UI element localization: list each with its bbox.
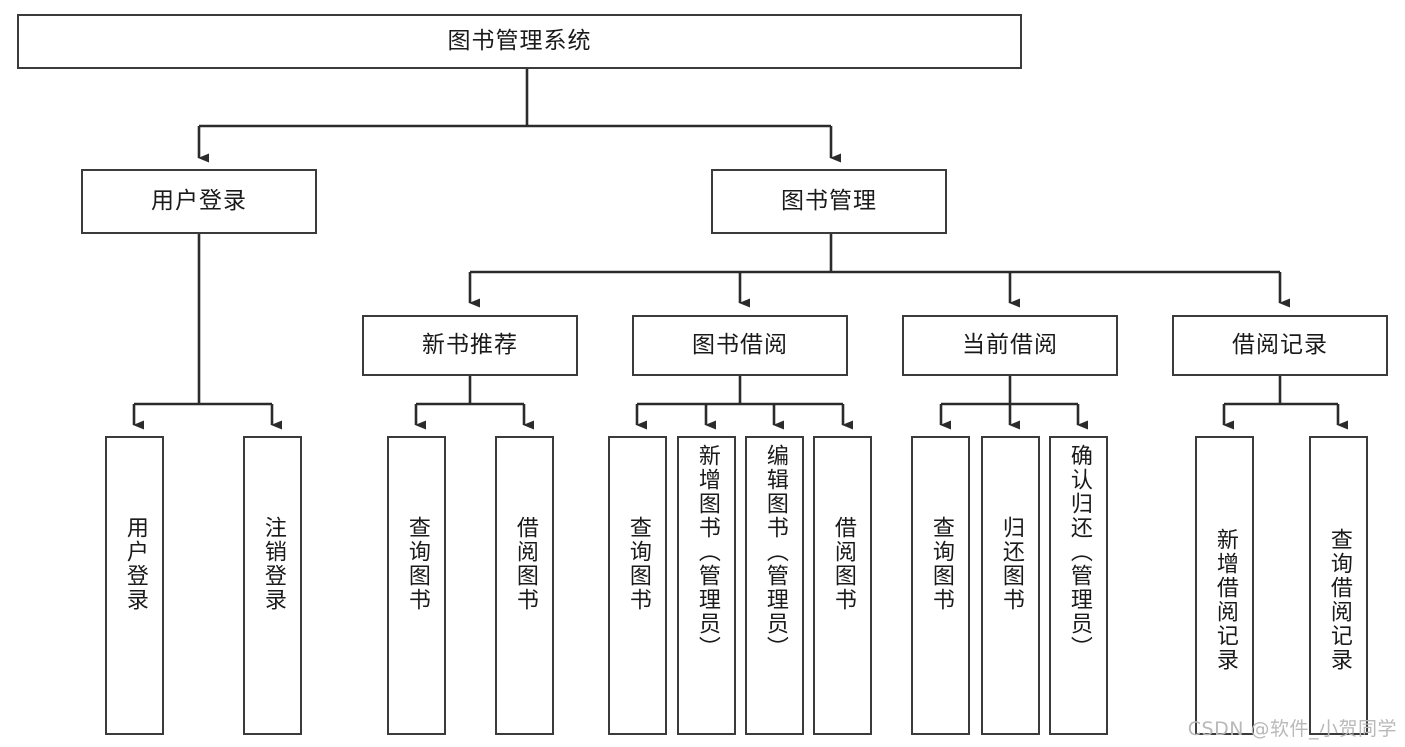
node-book-management[interactable]: 图书管理 [711,169,947,234]
leaf-borrow-add-book-admin[interactable]: 新增图书（管理员） [677,436,736,735]
leaf-current-query-book[interactable]: 查询图书 [911,436,970,735]
node-label: 编辑图书（管理员） [762,444,788,660]
leaf-record-add-borrow-record[interactable]: 新增借阅记录 [1195,436,1254,735]
node-label: 借阅图书 [830,516,856,612]
leaf-borrow-query-book[interactable]: 查询图书 [608,436,667,735]
node-label: 查询图书 [928,516,954,612]
node-label: 图书管理系统 [447,27,592,54]
node-label: 图书管理 [781,187,877,214]
leaf-record-query-borrow-record[interactable]: 查询借阅记录 [1309,436,1368,735]
node-label: 新增图书（管理员） [694,444,720,660]
node-label: 用户登录 [151,187,247,214]
leaf-borrow-borrow-book[interactable]: 借阅图书 [813,436,872,735]
leaf-borrow-edit-book-admin[interactable]: 编辑图书（管理员） [745,436,804,735]
leaf-user-login-signin[interactable]: 用户登录 [105,436,164,735]
node-label: 当前借阅 [962,331,1058,358]
leaf-current-return-book[interactable]: 归还图书 [981,436,1040,735]
node-label: 借阅图书 [512,516,538,612]
leaf-recommend-borrow-book[interactable]: 借阅图书 [495,436,554,735]
node-user-login[interactable]: 用户登录 [81,169,317,234]
node-label: 新增借阅记录 [1212,528,1238,672]
node-label: 用户登录 [122,516,148,612]
node-root-book-management-system[interactable]: 图书管理系统 [17,14,1022,69]
node-label: 注销登录 [260,516,286,612]
leaf-current-confirm-return-admin[interactable]: 确认归还（管理员） [1049,436,1108,735]
node-label: 新书推荐 [422,331,518,358]
node-new-book-recommend[interactable]: 新书推荐 [362,315,578,376]
node-borrow-record[interactable]: 借阅记录 [1172,315,1388,376]
node-label: 确认归还（管理员） [1066,444,1092,660]
node-label: 查询图书 [625,516,651,612]
node-book-borrow[interactable]: 图书借阅 [632,315,848,376]
node-label: 图书借阅 [692,331,788,358]
node-label: 借阅记录 [1232,331,1328,358]
leaf-user-login-signout[interactable]: 注销登录 [243,436,302,735]
node-label: 查询图书 [404,516,430,612]
leaf-recommend-query-book[interactable]: 查询图书 [387,436,446,735]
node-label: 归还图书 [998,516,1024,612]
watermark-text: CSDN @软件_小贺同学 [1187,718,1397,740]
node-label: 查询借阅记录 [1326,528,1352,672]
node-current-borrow[interactable]: 当前借阅 [902,315,1118,376]
